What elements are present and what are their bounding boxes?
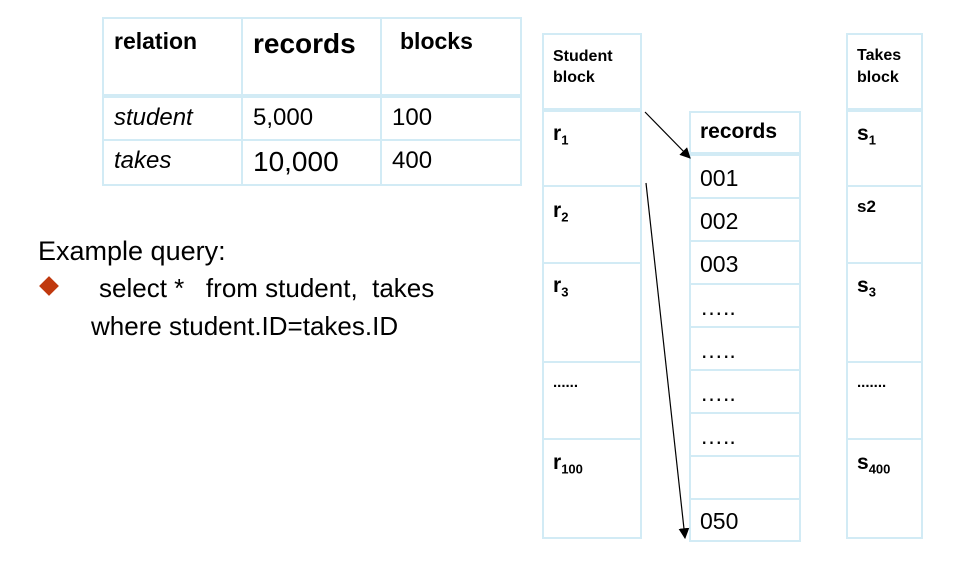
record-row: ….. xyxy=(700,337,736,363)
cell-takes-blocks: 400 xyxy=(392,147,433,174)
student-row-r1: r1 xyxy=(553,122,569,148)
takes-row-s1: s1 xyxy=(857,122,876,148)
record-row: ….. xyxy=(700,423,736,449)
takes-row-s3: s3 xyxy=(857,274,876,300)
header-records: records xyxy=(253,28,356,59)
takes-block-header-1: Takes xyxy=(857,47,902,64)
record-row: 001 xyxy=(700,165,739,191)
cell-student-relation: student xyxy=(114,104,193,131)
student-row-r100: r100 xyxy=(553,451,583,477)
student-row-r2: r2 xyxy=(553,199,569,225)
arrow-r1-to-records xyxy=(644,111,691,159)
arrow-scan-to-050 xyxy=(645,182,690,540)
student-row-r3: r3 xyxy=(553,274,569,300)
record-row: ….. xyxy=(700,294,736,320)
records-header: records xyxy=(700,120,778,143)
cell-student-records: 5,000 xyxy=(253,104,314,131)
record-row: 002 xyxy=(700,208,739,234)
cell-takes-relation: takes xyxy=(114,147,172,174)
header-relation: relation xyxy=(114,28,198,54)
takes-row-ellipsis: ....... xyxy=(857,374,887,391)
diamond-bullet-icon xyxy=(39,276,59,296)
student-block-header-2: block xyxy=(553,69,595,86)
record-row: ….. xyxy=(700,380,736,406)
takes-block-header-2: block xyxy=(857,69,899,86)
takes-row-s2: s2 xyxy=(857,197,876,216)
header-blocks: blocks xyxy=(400,28,473,54)
record-row: 050 xyxy=(700,508,739,534)
record-row: 003 xyxy=(700,251,739,277)
query-heading: Example query: xyxy=(38,236,226,266)
cell-student-blocks: 100 xyxy=(392,104,433,131)
takes-row-s400: s400 xyxy=(857,451,891,477)
cell-takes-records: 10,000 xyxy=(253,146,339,177)
student-row-ellipsis: ...... xyxy=(553,374,579,391)
student-block-header-1: Student xyxy=(553,48,613,65)
query-line-1: select * from student, takes xyxy=(99,273,435,303)
query-line-2: where student.ID=takes.ID xyxy=(91,311,399,341)
